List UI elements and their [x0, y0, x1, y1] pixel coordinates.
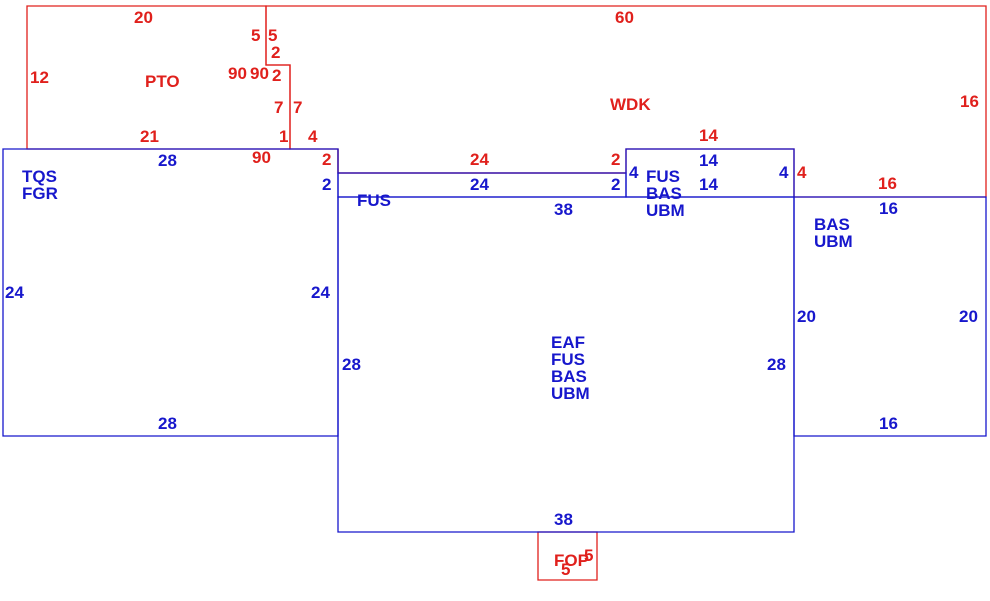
red-outlines [26, 5, 987, 581]
main-dim-top: 38 [554, 200, 573, 219]
wdk-dim-bottom: 16 [878, 174, 897, 193]
blue-outlines [2, 148, 987, 533]
fop-dim-bottom: 5 [561, 560, 570, 579]
pto-angle-left: 90 [228, 64, 247, 83]
fop-dim-right: 5 [584, 546, 593, 565]
bay-dim-left: 4 [629, 163, 639, 182]
tqs-code: TQS [22, 167, 57, 186]
right-wing-code-ubm: UBM [814, 232, 853, 251]
tqs-dim-right: 24 [311, 283, 330, 302]
fus-strip-dim-left: 2 [322, 175, 331, 194]
porch-dim-right: 2 [611, 150, 620, 169]
tqs-dim-left: 24 [5, 283, 24, 302]
right-wing-outline [793, 196, 987, 437]
bay-code-ubm: UBM [646, 201, 685, 220]
fus-strip-code: FUS [357, 191, 391, 210]
main-dim-bottom: 38 [554, 510, 573, 529]
pto-dim-small: 1 [279, 127, 288, 146]
pto-dim-offset: 4 [308, 127, 318, 146]
main-dim-right: 28 [767, 355, 786, 374]
pto-dim-step: 2 [272, 66, 281, 85]
blue-labels: TQS FGR 28 24 24 28 FUS 24 2 2 EAF FUS B… [5, 151, 978, 529]
main-code-bas: BAS [551, 367, 587, 386]
pto-dim-notch-right: 5 [268, 26, 277, 45]
pto-dim-side-left: 7 [274, 98, 283, 117]
pto-dim-notch-left: 5 [251, 26, 260, 45]
right-wing-dim-right: 20 [959, 307, 978, 326]
wdk-dim-right: 16 [960, 92, 979, 111]
right-wing-dim-top: 16 [879, 199, 898, 218]
fgr-code: FGR [22, 184, 58, 203]
pto-dim-notch-top: 2 [271, 43, 280, 62]
pto-dim-bottom: 21 [140, 127, 159, 146]
wdk-code: WDK [610, 95, 651, 114]
tqs-dim-bottom: 28 [158, 414, 177, 433]
pto-code: PTO [145, 72, 180, 91]
right-wing-code-bas: BAS [814, 215, 850, 234]
pto-dim-left: 12 [30, 68, 49, 87]
right-wing-dim-bottom: 16 [879, 414, 898, 433]
right-wing-dim-left: 20 [797, 307, 816, 326]
wdk-dim-top: 60 [615, 8, 634, 27]
porch-dim-left: 2 [322, 150, 331, 169]
bay-dim-top: 14 [699, 151, 718, 170]
bay-code-bas: BAS [646, 184, 682, 203]
main-code-eaf: EAF [551, 333, 585, 352]
wdk-dim-bay-top: 14 [699, 126, 718, 145]
fop-code: FOP [554, 551, 589, 570]
bay-code-fus: FUS [646, 167, 680, 186]
pto-dim-side-right: 7 [293, 98, 302, 117]
fus-strip-dim-right: 2 [611, 175, 620, 194]
main-code-fus: FUS [551, 350, 585, 369]
pto-angle-right: 90 [250, 64, 269, 83]
main-code-ubm: UBM [551, 384, 590, 403]
bay-dim-bottom: 14 [699, 175, 718, 194]
main-dim-left: 28 [342, 355, 361, 374]
red-labels: PTO 20 12 21 90 5 5 2 90 2 7 7 1 4 90 WD… [30, 8, 979, 579]
pto-angle-bottom: 90 [252, 148, 271, 167]
fus-strip-dim: 24 [470, 175, 489, 194]
bay-dim-right: 4 [779, 163, 789, 182]
wdk-dim-bay-right: 4 [797, 163, 807, 182]
porch-dim-top: 24 [470, 150, 489, 169]
pto-dim-top: 20 [134, 8, 153, 27]
tqs-dim-top: 28 [158, 151, 177, 170]
